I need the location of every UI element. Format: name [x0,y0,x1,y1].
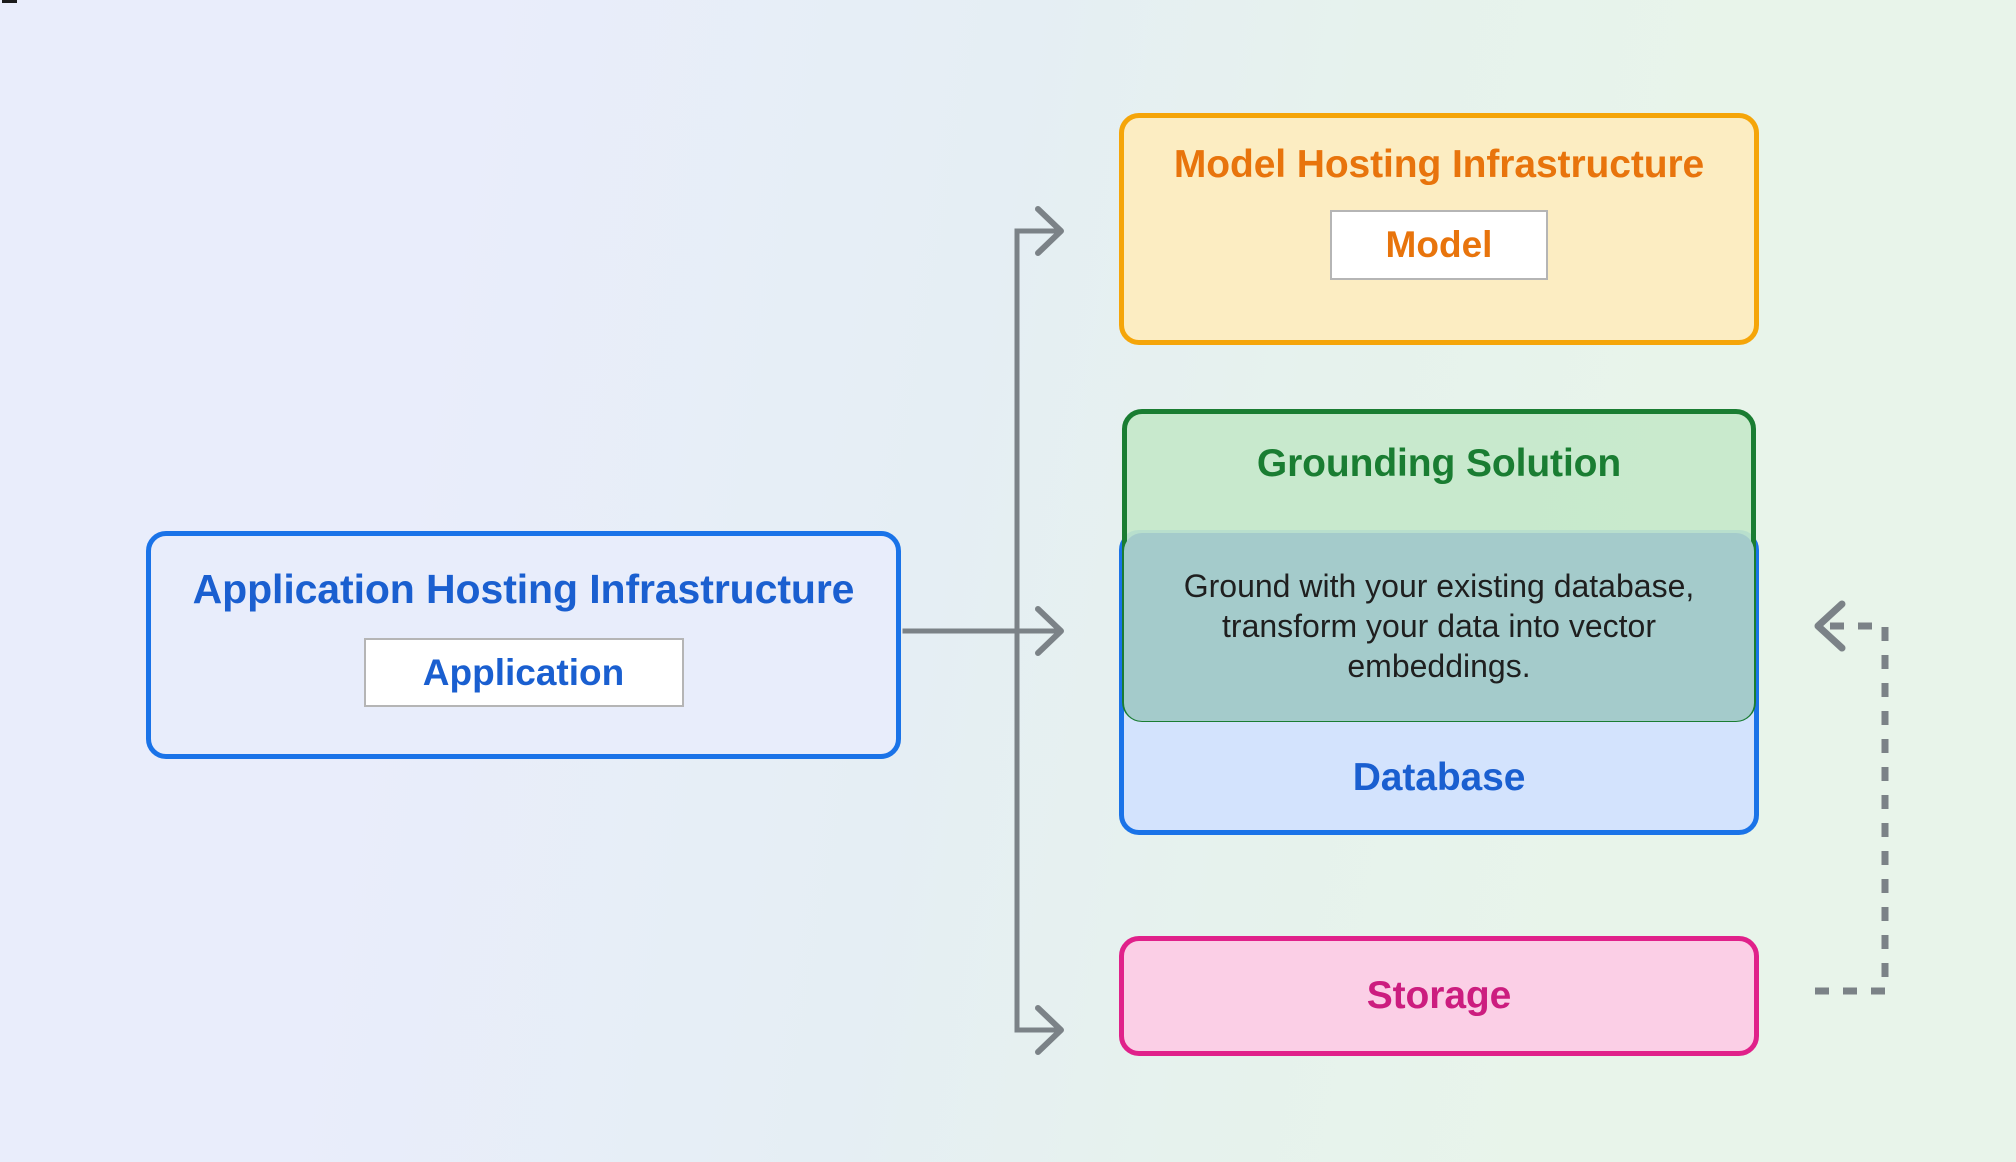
application-inner-box[interactable]: Application [363,638,684,707]
overlap-note-text: Ground with your existing database, tran… [1183,568,1695,684]
arrowhead-grounding [1035,606,1064,656]
grounding-solution-title: Grounding Solution [1256,442,1622,485]
arrowhead-database-return [1814,600,1846,652]
node-application-hosting-infrastructure[interactable]: Application Hosting Infrastructure Appli… [146,531,901,759]
model-hosting-title: Model Hosting Infrastructure [1173,143,1705,186]
top-left-artifact [2,0,17,3]
arrowhead-storage [1035,1005,1064,1055]
node-storage[interactable]: Storage [1119,936,1759,1056]
database-title: Database [1352,756,1526,799]
arrowhead-model [1035,206,1064,256]
node-model-hosting-infrastructure[interactable]: Model Hosting Infrastructure Model [1119,113,1759,345]
dashed-return-connector [1815,622,1889,995]
application-hosting-title: Application Hosting Infrastructure [192,566,855,612]
solid-connector-group [902,228,1058,1033]
grounding-database-overlap: Ground with your existing database, tran… [1124,533,1754,721]
solid-arrowheads [1035,206,1064,1055]
model-inner-box[interactable]: Model [1330,210,1548,280]
storage-title: Storage [1366,974,1512,1017]
